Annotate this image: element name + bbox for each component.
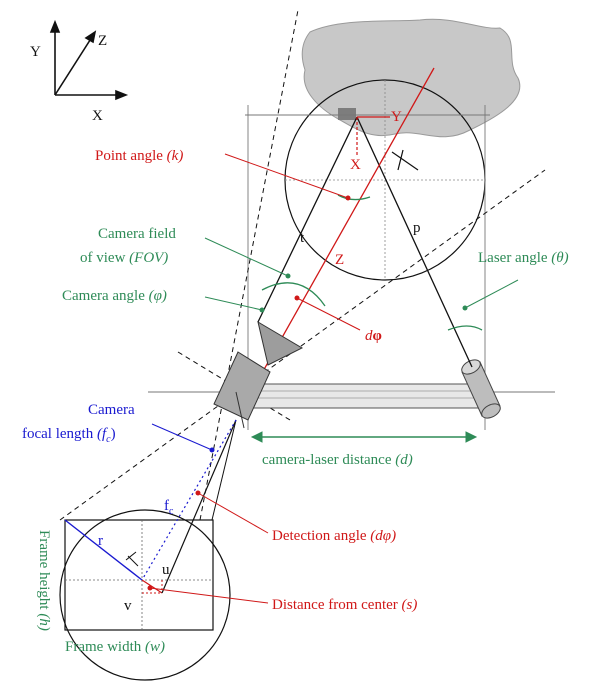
r-label: r: [98, 533, 103, 549]
camera-fov-leader: [204, 237, 289, 277]
perpendicular-tick-2: [397, 149, 404, 171]
detection-ray: [161, 419, 237, 594]
p-label: p: [413, 220, 421, 236]
laser-angle-leader-dot: [462, 305, 468, 311]
point-x-label: X: [350, 157, 361, 173]
z-axis-line: [54, 36, 93, 96]
radius-tick-2: [127, 555, 139, 567]
z-axis-arrowhead: [84, 30, 97, 44]
rock-object: [301, 18, 521, 138]
axis-z-label: Z: [98, 33, 107, 49]
fc-label: fc: [164, 498, 174, 517]
point-angle-leader-dot: [345, 195, 351, 201]
t-label: t: [300, 230, 305, 246]
frame-right-ray: [211, 419, 237, 521]
d-phi-leader: [296, 297, 361, 331]
laser-rail-body: [247, 383, 489, 409]
image-frame: [64, 519, 214, 631]
z-label: Z: [335, 252, 344, 268]
point-angle-leader: [224, 153, 349, 199]
frame-height-label: Frame height (h): [36, 530, 52, 631]
distance-from-center-label: Distance from center (s): [272, 597, 417, 613]
distance-center-leader-dot: [147, 585, 153, 591]
rock-surface-patch: [338, 108, 356, 120]
laser-angle-label: Laser angle (θ): [478, 250, 569, 266]
camera-fov-leader-dot: [285, 273, 291, 279]
fov-right-dashed-line: [59, 169, 546, 521]
point-angle-label: Point angle (k): [95, 148, 183, 164]
camera-laser-distance-label: camera-laser distance (d): [262, 452, 413, 468]
frame-radius-r: [64, 519, 143, 581]
camera-fov-label-line2: of view (FOV): [80, 250, 168, 266]
frame-detail-circle: [59, 509, 231, 681]
camera-lens: [257, 320, 304, 366]
camera-angle-label: Camera angle (φ): [62, 288, 167, 304]
perpendicular-tick: [391, 151, 419, 171]
u-label: u: [162, 562, 170, 578]
fov-left-dashed-line: [199, 9, 299, 521]
axis-x-label: X: [92, 108, 103, 124]
distance-arrowhead-right: [465, 431, 478, 443]
axes-indicator: [49, 19, 129, 101]
camera-sightline-t: [257, 116, 358, 323]
laser-beam-line-p: [356, 116, 473, 368]
focal-length-leader-dot: [209, 447, 215, 453]
laser-emitter-top: [461, 359, 481, 375]
detection-angle-leader: [197, 492, 269, 534]
frame-width-label: Frame width (w): [65, 639, 165, 655]
laser-emitter: [461, 359, 501, 419]
camera-angle-leader-dot: [259, 307, 265, 313]
focal-length-label-line1: Camera: [88, 402, 135, 418]
focal-length-axis: [141, 419, 237, 581]
laser-angle-leader: [464, 279, 519, 309]
camera-fov-label-line1: Camera field: [98, 226, 176, 242]
focal-length-label-line2: focal length (fc): [22, 426, 116, 445]
point-y-label: Y: [391, 109, 402, 125]
point-angle-arc: [337, 194, 371, 201]
x-axis-arrowhead: [115, 89, 129, 101]
camera-angle-leader: [204, 296, 263, 311]
v-label: v: [124, 598, 132, 614]
laser-angle-arc: [447, 325, 483, 331]
d-phi-leader-dot: [294, 295, 300, 301]
camera-sensor-line: [235, 391, 245, 429]
radius-tick: [125, 551, 137, 561]
camera-fov-arc: [261, 282, 326, 307]
laser-rail: [247, 383, 489, 409]
d-phi-label: dφ: [365, 328, 382, 344]
laser-emitter-end: [481, 403, 501, 419]
detection-angle-label: Detection angle (dφ): [272, 528, 396, 544]
focal-length-leader: [151, 423, 213, 451]
camera-body: [213, 351, 271, 421]
distance-arrowhead-left: [250, 431, 263, 443]
detection-angle-leader-dot: [195, 490, 201, 496]
distance-center-leader: [149, 587, 269, 604]
camera-laser-distance-arrow: [250, 431, 478, 443]
axis-y-label: Y: [30, 44, 41, 60]
y-axis-arrowhead: [49, 19, 61, 33]
